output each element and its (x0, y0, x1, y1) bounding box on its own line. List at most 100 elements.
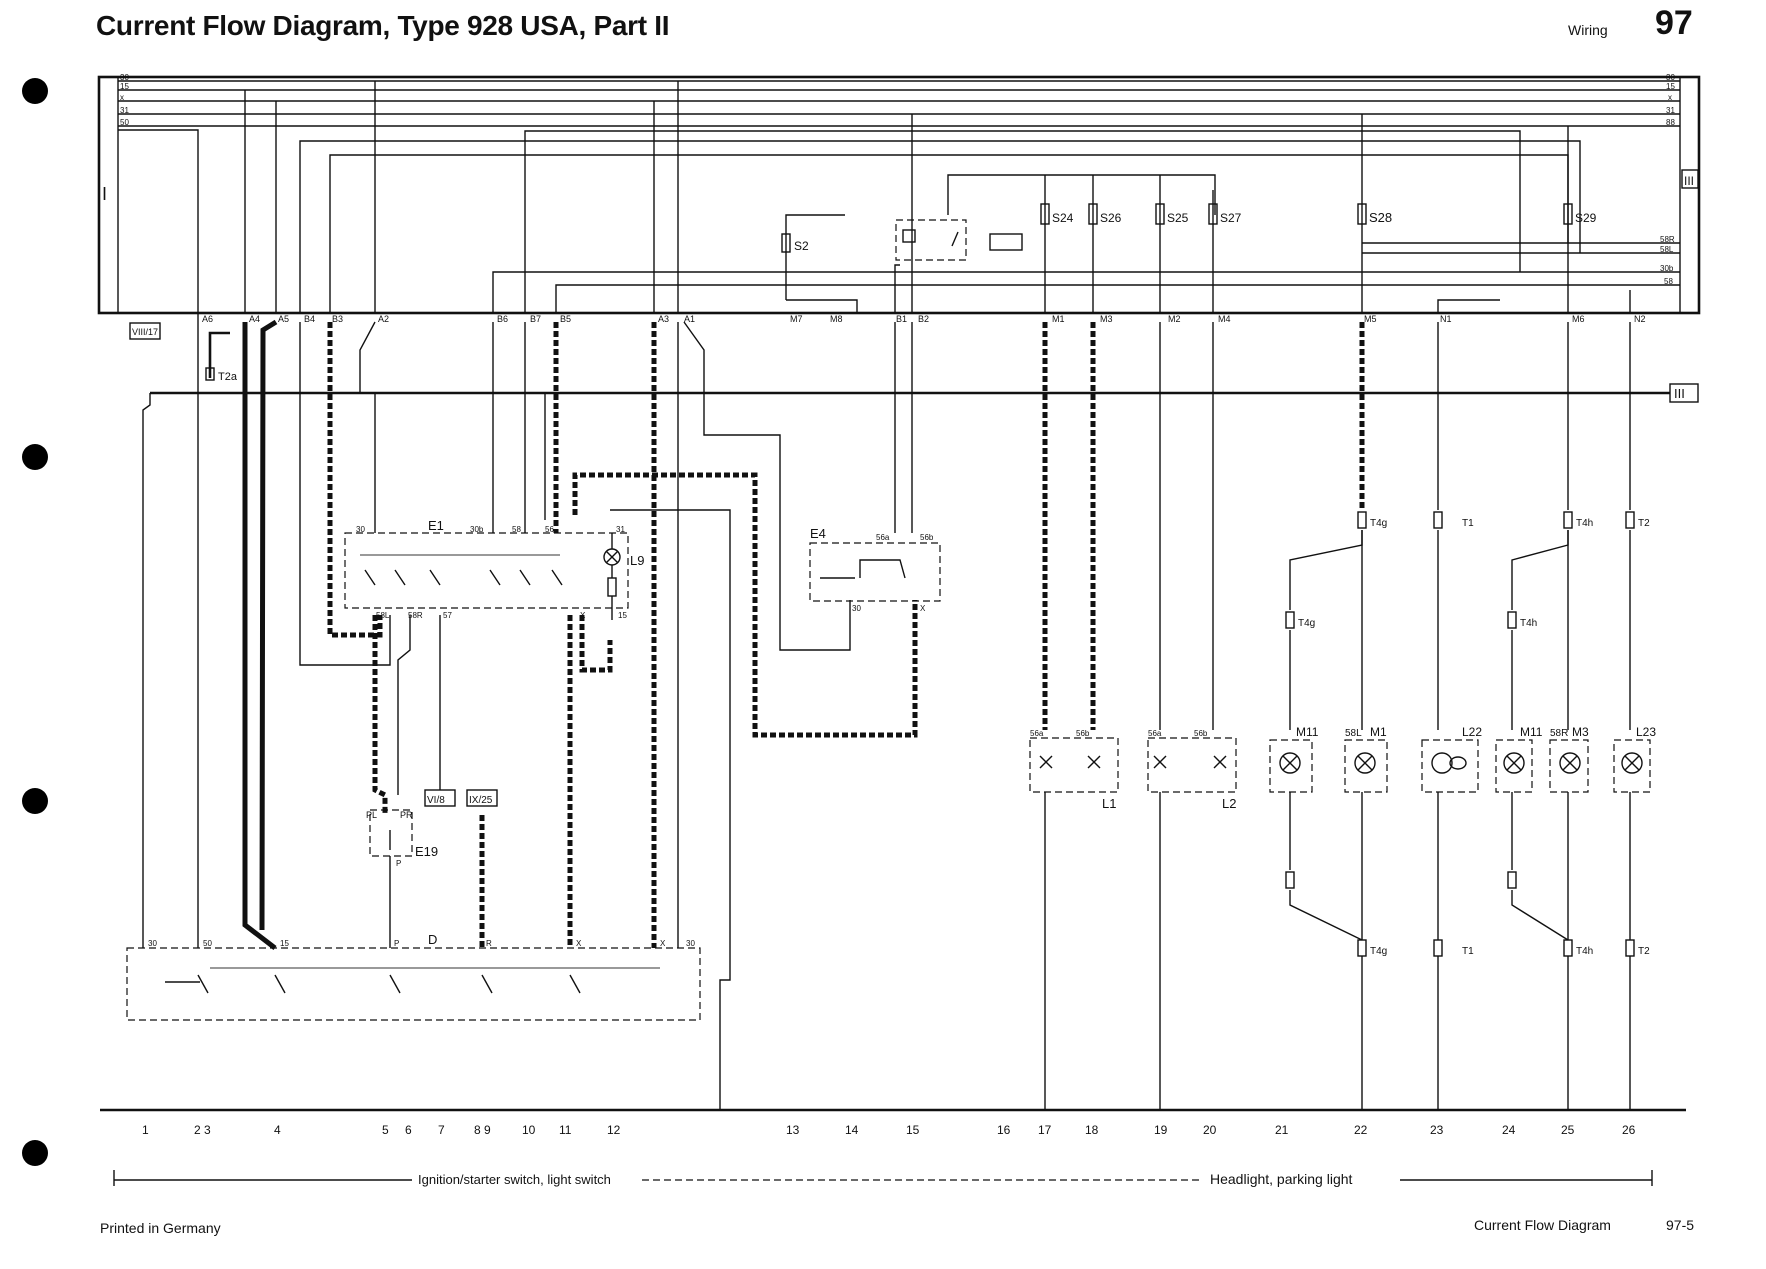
column-numbers: 1 2 3 4 5 6 7 8 9 10 11 12 13 14 15 16 1… (142, 1123, 1636, 1137)
connector-label: B4 (304, 314, 315, 324)
switch-pin: 30 (356, 525, 365, 534)
lamp-label: L9 (630, 553, 644, 568)
terminal-label: T2 (1638, 518, 1650, 529)
punch-hole-1 (22, 78, 48, 104)
column-number: 16 (997, 1123, 1011, 1137)
bus-label: 58R (1660, 235, 1675, 244)
column-number: 23 (1430, 1123, 1444, 1137)
connector-label: N2 (1634, 314, 1646, 324)
bus-label: 58 (1664, 277, 1673, 286)
column-number: 14 (845, 1123, 859, 1137)
connector-label: M1 (1052, 314, 1065, 324)
terminal-label: T4g (1370, 946, 1387, 957)
fuse-label: S2 (794, 239, 809, 253)
section-label: Wiring (1568, 22, 1608, 38)
terminal-label: T1 (1462, 946, 1474, 957)
column-number: 5 (382, 1123, 389, 1137)
switch-pin: R (486, 939, 492, 948)
terminal-label: T4g (1298, 618, 1315, 629)
connector-label: A3 (658, 314, 669, 324)
connector-label: B5 (560, 314, 571, 324)
connector-label: B6 (497, 314, 508, 324)
switch-pin: X (920, 604, 926, 613)
group-label: Ignition/starter switch, light switch (418, 1172, 611, 1187)
connector-label: M8 (830, 314, 843, 324)
fuses: S2 S24 S26 S25 S27 S28 S29 (781, 203, 1597, 253)
headlight-pin: 56b (1194, 729, 1208, 738)
left-refs: VIII/17 T2a (129, 322, 238, 383)
headlight-pin: 56a (1148, 729, 1162, 738)
component-label: E1 (428, 518, 444, 533)
column-number: 24 (1502, 1123, 1516, 1137)
bulb-label: M3 (1572, 725, 1589, 739)
connector-label: M2 (1168, 314, 1181, 324)
switch-pin: PL (366, 810, 377, 820)
column-number: 7 (438, 1123, 445, 1137)
group-label: Headlight, parking light (1210, 1171, 1353, 1187)
switch-pin: PR (400, 810, 413, 820)
switch-pin: 57 (443, 611, 452, 620)
panel-internal-wiring (118, 81, 1631, 313)
connector-label: M3 (1100, 314, 1113, 324)
headlight-l1: 56a 56b L1 (1029, 729, 1119, 811)
terminal-label: T2 (1638, 946, 1650, 957)
column-number: 18 (1085, 1123, 1099, 1137)
footer-printed: Printed in Germany (100, 1220, 221, 1236)
fuse-label: S29 (1575, 211, 1597, 225)
column-number: 25 (1561, 1123, 1575, 1137)
column-number: 26 (1622, 1123, 1636, 1137)
switch-pin: 15 (280, 939, 289, 948)
bus-label: x (1668, 93, 1672, 102)
bus-label: 31 (1666, 106, 1675, 115)
bulb-pin: 58L (1345, 728, 1362, 739)
connector-label: M7 (790, 314, 803, 324)
switch-pin: X (576, 939, 582, 948)
switch-pin: 31 (616, 525, 625, 534)
bus-lines (118, 80, 1680, 286)
bus-label: 50 (120, 118, 129, 127)
fuse-label: S26 (1100, 211, 1122, 225)
connector-label: B1 (896, 314, 907, 324)
bulbs: M11 58L M1 L22 M11 58R M3 L23 (1269, 725, 1656, 793)
page-title: Current Flow Diagram, Type 928 USA, Part… (96, 10, 670, 41)
panel-label-right: III (1684, 174, 1694, 188)
punch-hole-2 (22, 444, 48, 470)
footer-doc-name: Current Flow Diagram (1474, 1217, 1611, 1233)
connector-label: B2 (918, 314, 929, 324)
connector-label: A6 (202, 314, 213, 324)
connector-label: N1 (1440, 314, 1452, 324)
headlight-l2: 56a 56b L2 (1147, 729, 1237, 811)
terminal-label: T4h (1576, 946, 1593, 957)
bulb-label: L23 (1636, 725, 1656, 739)
switch-pin: X (660, 939, 666, 948)
terminal-label: T4h (1520, 618, 1537, 629)
connector-label: A4 (249, 314, 260, 324)
headlight-pin: 56a (1030, 729, 1044, 738)
bus-label: 30 (120, 73, 129, 82)
page-number: 97 (1655, 4, 1693, 42)
punch-hole-3 (22, 788, 48, 814)
bulb-label: M1 (1370, 725, 1387, 739)
bus-labels-left: 30 15 x 31 50 (120, 73, 129, 127)
connector-label: M5 (1364, 314, 1377, 324)
column-number: 15 (906, 1123, 920, 1137)
connector-label: B3 (332, 314, 343, 324)
bus-label: 30b (1660, 264, 1674, 273)
punch-hole-4 (22, 1140, 48, 1166)
bus-label: x (120, 93, 124, 102)
right-feeders (1042, 322, 1631, 730)
central-electrics-panel: I III (97, 75, 1701, 315)
group-bracket: Ignition/starter switch, light switch He… (113, 1170, 1653, 1187)
column-number: 17 (1038, 1123, 1052, 1137)
switch-pin: 58L (376, 611, 390, 620)
column-number: 2 3 (194, 1123, 211, 1137)
switch-pin: 56b (920, 533, 934, 542)
column-number: 8 9 (474, 1123, 491, 1137)
switch-pin: 15 (618, 611, 627, 620)
footer-page-ref: 97-5 (1666, 1217, 1695, 1233)
dimmer-switch-e4: E4 56a 56b 30 X (809, 526, 941, 613)
headlight-label: L1 (1102, 796, 1116, 811)
terminal-label: T2a (218, 371, 238, 383)
switch-pin: 58 (512, 525, 521, 534)
